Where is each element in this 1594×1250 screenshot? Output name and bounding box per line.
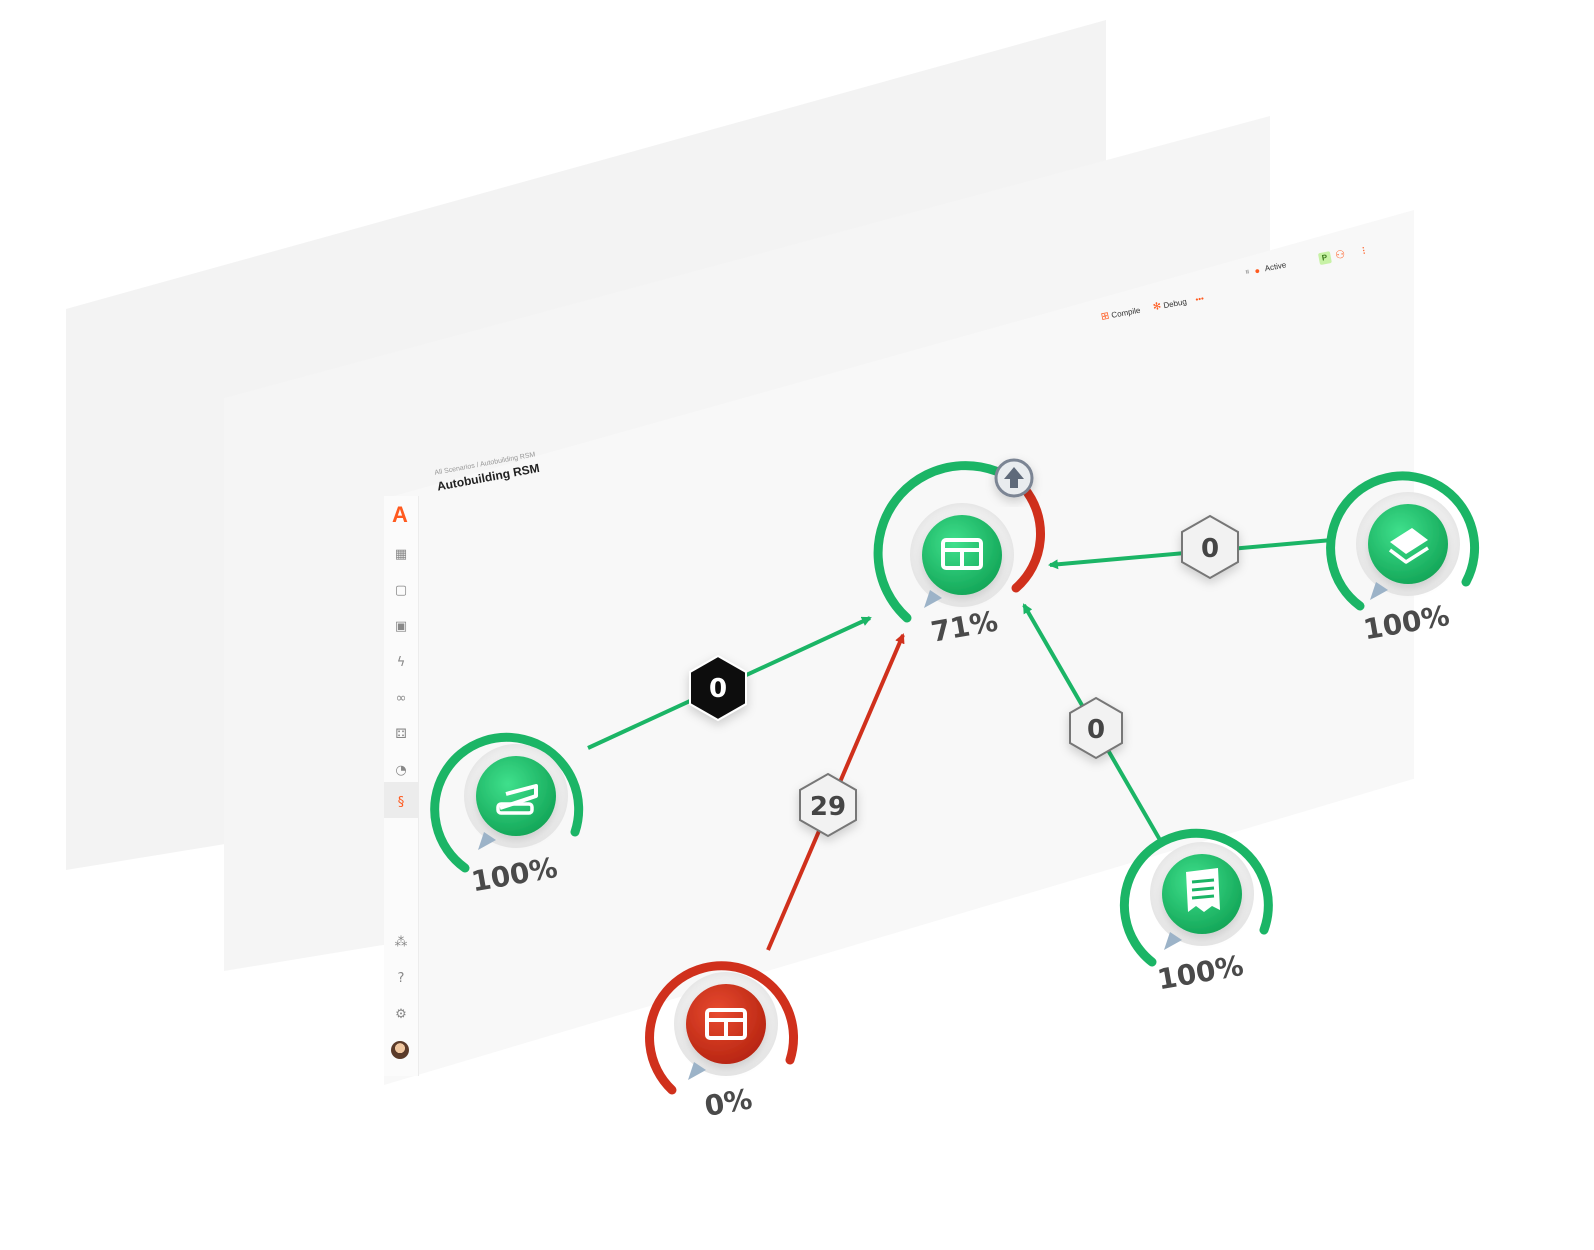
document-icon[interactable]: ▢ [394,583,408,598]
node-right-percent: 100% [1361,599,1452,647]
edge-badge-bottom-left-label: 29 [810,792,846,822]
receipt-icon [1186,868,1220,912]
edge-badge-bottom-left[interactable]: 29 [799,772,857,838]
edge-badge-bottom-right[interactable]: 0 [1069,696,1123,760]
panel-layout-icon [941,538,983,570]
node-bottom-left-percent: 0% [702,1082,755,1123]
stapler-icon [496,784,538,815]
scenario-icon[interactable]: § [397,795,405,810]
sidebar: ▦ ▢ ▣ ϟ ∞ ⚃ ◔ § ⁂ ? ⚙ [384,496,419,1076]
node-center[interactable]: 71% [873,458,1045,649]
node-bottom-right[interactable]: 100% [1119,828,1273,997]
edge-badge-bottom-right-label: 0 [1087,715,1105,745]
node-left[interactable]: 100% [430,732,584,899]
pie-icon[interactable]: ◔ [395,763,407,778]
image-icon[interactable]: ▣ [394,619,408,634]
arrow-up-icon [1004,467,1024,488]
layers-icon [1388,528,1429,564]
edge-badge-right-label: 0 [1201,534,1219,564]
help-icon[interactable]: ? [397,971,405,986]
edge-badge-left[interactable]: 0 [689,654,747,722]
grid-icon[interactable]: ▦ [394,547,408,562]
upload-badge[interactable] [994,458,1034,498]
edge-badge-right[interactable]: 0 [1181,514,1239,580]
node-bottom-left[interactable]: 0% [645,961,799,1123]
panel-layout-icon [705,1008,747,1040]
settings-icon[interactable]: ⚙ [395,1007,407,1022]
node-bottom-right-percent: 100% [1155,949,1246,997]
node-left-percent: 100% [469,851,560,899]
lightning-icon[interactable]: ϟ [396,655,406,670]
app-logo[interactable]: A [392,502,408,527]
node-center-percent: 71% [928,605,1000,649]
dice-icon[interactable]: ⚃ [395,727,407,742]
node-right[interactable]: 100% [1326,471,1480,647]
avatar[interactable] [391,1041,409,1059]
sidebar-active-highlight [384,782,418,818]
flow-icon[interactable]: ∞ [395,691,407,706]
edge-badge-left-label: 0 [709,674,727,704]
cluster-icon[interactable]: ⁂ [394,935,408,950]
